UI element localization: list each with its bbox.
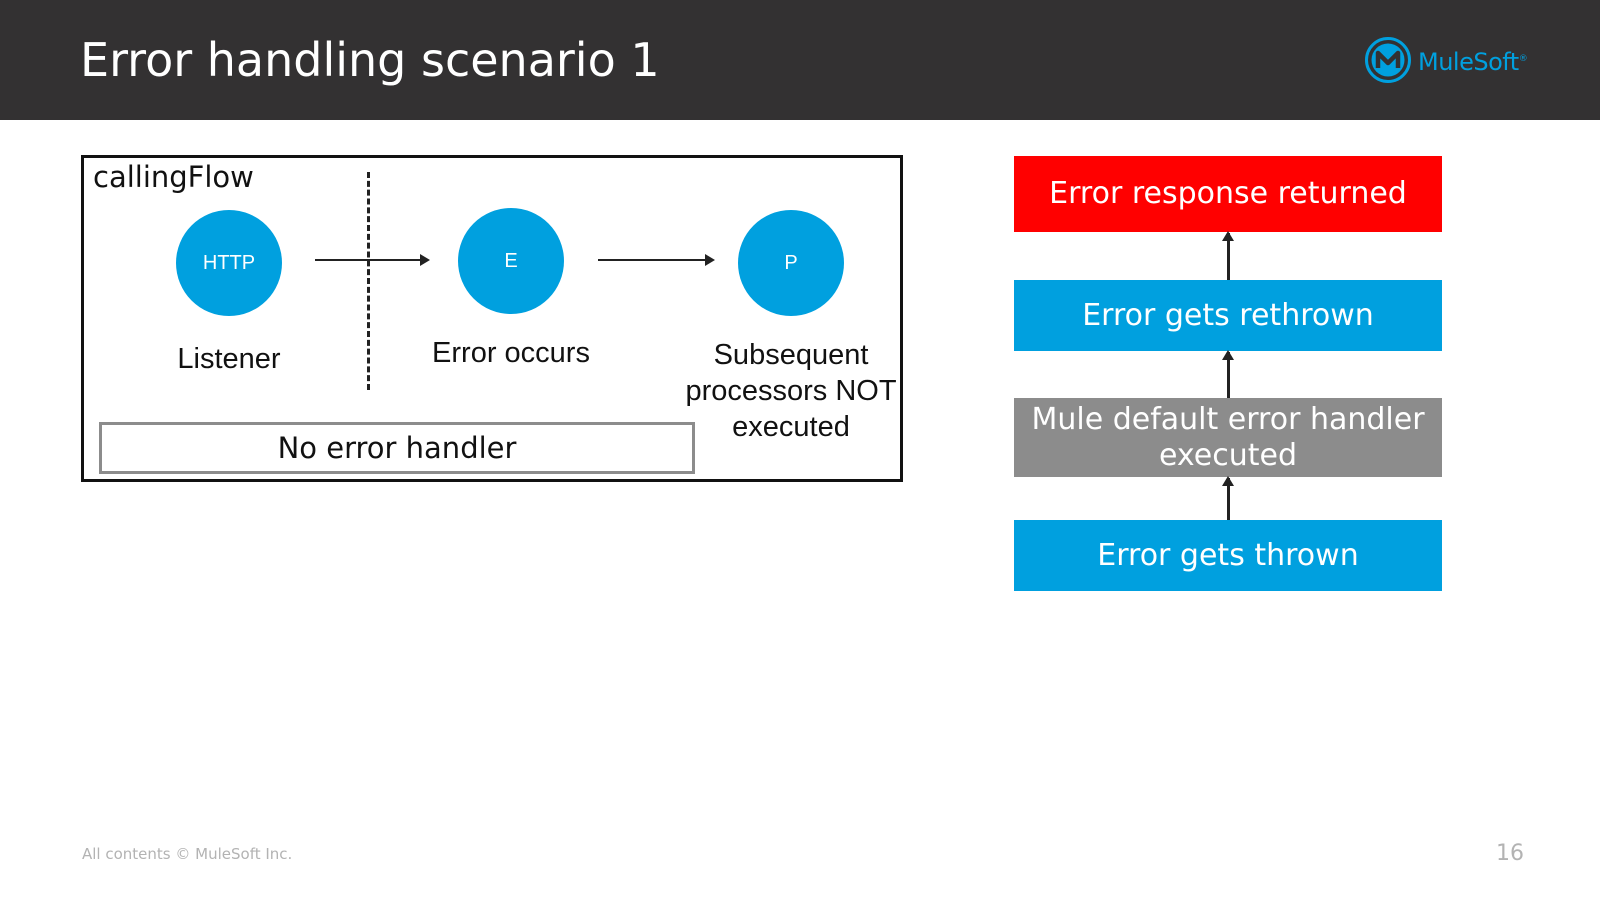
page-number: 16 bbox=[1496, 841, 1524, 866]
copyright-footer: All contents © MuleSoft Inc. bbox=[82, 845, 293, 863]
error-node: E bbox=[458, 208, 564, 314]
flow-name: callingFlow bbox=[93, 160, 254, 194]
http-listener-node: HTTP bbox=[176, 210, 282, 316]
flow-container bbox=[81, 155, 903, 482]
slide-title: Error handling scenario 1 bbox=[80, 33, 660, 87]
logo-wordmark: MuleSoft® bbox=[1418, 48, 1528, 76]
arrow-listener-to-error bbox=[315, 254, 430, 266]
error-node-text: E bbox=[504, 249, 518, 272]
up-arrow-3 bbox=[1222, 476, 1234, 520]
error-occurs-label: Error occurs bbox=[432, 337, 590, 369]
arrow-error-to-processor bbox=[598, 254, 715, 266]
mulesoft-logo-icon bbox=[1365, 37, 1411, 83]
source-divider bbox=[367, 172, 370, 390]
step-error-rethrown: Error gets rethrown bbox=[1014, 280, 1442, 351]
up-arrow-2 bbox=[1222, 350, 1234, 398]
error-handler-box: No error handler bbox=[99, 422, 695, 474]
processor-node-text: P bbox=[784, 251, 798, 274]
mulesoft-logo: MuleSoft® bbox=[1364, 36, 1528, 84]
listener-label: Listener bbox=[177, 343, 281, 375]
step-error-response-returned: Error response returned bbox=[1014, 156, 1442, 232]
http-node-text: HTTP bbox=[202, 251, 256, 274]
up-arrow-1 bbox=[1222, 231, 1234, 280]
step-default-error-handler: Mule default error handler executed bbox=[1014, 398, 1442, 477]
slide-header: Error handling scenario 1 MuleSoft® bbox=[0, 0, 1600, 120]
processor-node: P bbox=[738, 210, 844, 316]
step-error-thrown: Error gets thrown bbox=[1014, 520, 1442, 591]
subsequent-processors-label: Subsequent processors NOT executed bbox=[685, 339, 897, 443]
